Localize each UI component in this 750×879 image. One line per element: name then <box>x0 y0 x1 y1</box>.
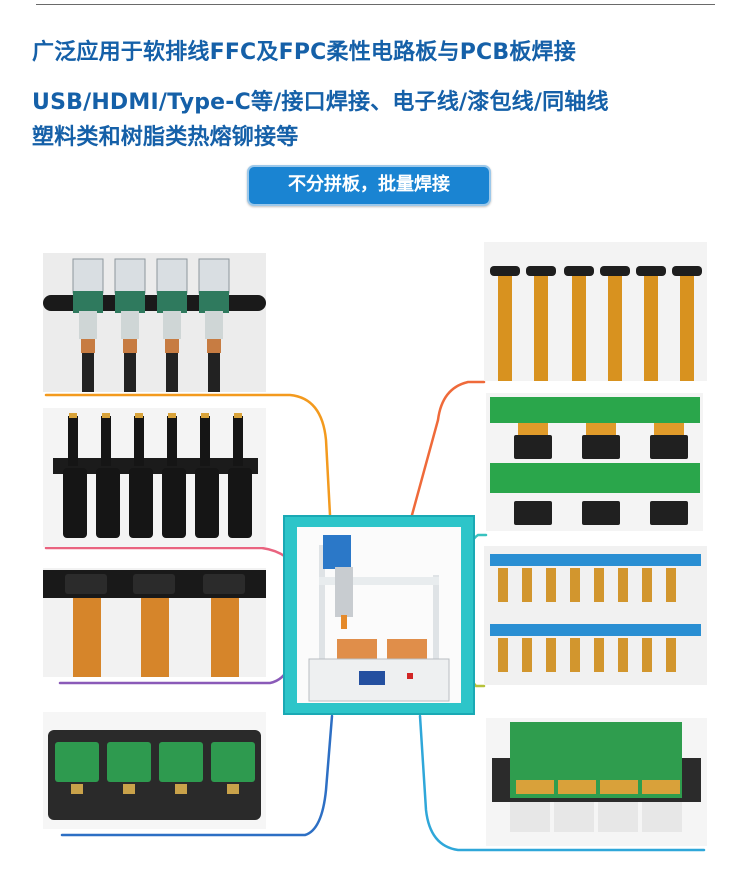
top-divider <box>36 4 715 5</box>
headline-line-2: USB/HDMI/Type-C等/接口焊接、电子线/漆包线/同轴线 <box>32 90 609 115</box>
usb-cable-assemblies-photo <box>43 253 266 392</box>
headline-line-1: 广泛应用于软排线FFC及FPC柔性电路板与PCB板焊接 <box>32 40 576 65</box>
black-fpc-boards-photo <box>43 408 266 547</box>
green-pcb-oled-photo <box>486 393 703 531</box>
soldering-robot-frame <box>283 515 475 715</box>
green-pcb-fixture-photo <box>43 712 266 829</box>
headline-line-3: 塑料类和树脂类热熔铆接等 <box>32 125 299 150</box>
soldering-robot-photo <box>297 527 461 703</box>
fpc-strips-photo <box>43 568 266 677</box>
connector-gold-fpc <box>410 380 486 517</box>
connector-green-pcb <box>60 714 334 837</box>
blue-ffc-connectors-photo <box>484 546 707 685</box>
batch-welding-badge: 不分拼板，批量焊接 <box>247 165 491 206</box>
pcb-panel-fixture-photo <box>486 718 707 846</box>
connector-pcb-panel <box>418 714 706 852</box>
gold-fpc-ribbons-photo <box>484 242 707 381</box>
connector-usb-cables <box>44 393 332 517</box>
